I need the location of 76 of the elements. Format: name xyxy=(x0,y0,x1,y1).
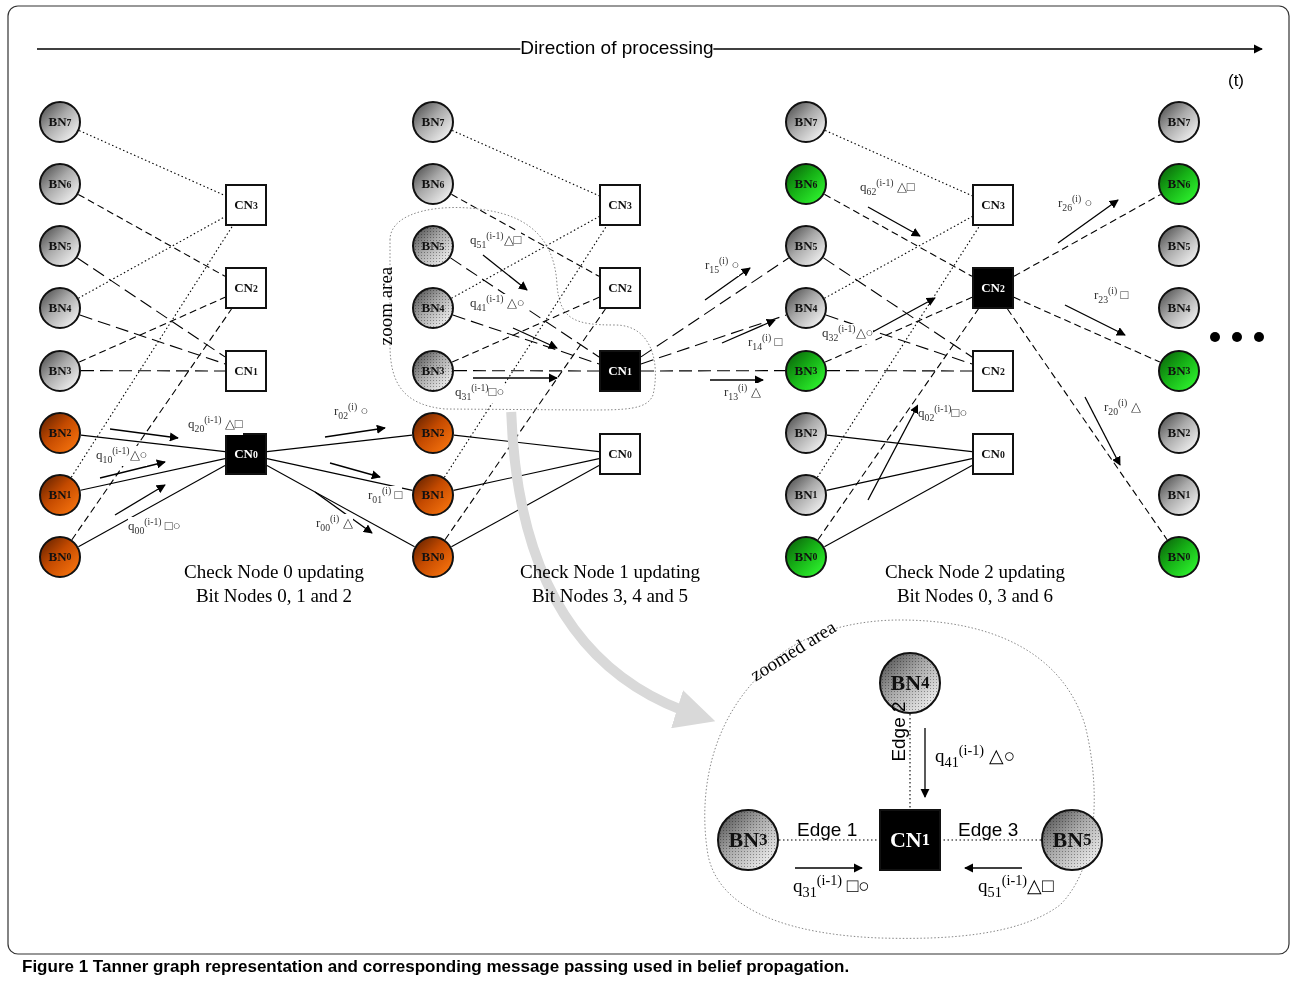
connector-line xyxy=(826,434,973,453)
connector-line xyxy=(640,257,790,358)
connector-line xyxy=(450,193,600,277)
message-label: q$_{51}$$^{(i-1)}$△□ xyxy=(978,872,1054,902)
edge-label: q$_{31}$$^{(i-1)}$□○ xyxy=(455,383,505,403)
connector-line xyxy=(451,129,600,197)
step-caption: Check Node 1 updating Bit Nodes 3, 4 and 5 xyxy=(519,560,701,608)
edge-label: q$_{62}$$^{(i-1)}$ △□ xyxy=(860,178,915,198)
connector-line xyxy=(80,434,226,453)
edge-label: q$_{00}$$^{(i-1)}$ □○ xyxy=(128,517,181,537)
connector-line xyxy=(79,458,226,491)
edge-label: r$_{00}$$^{(i)}$ △ xyxy=(316,514,353,534)
region-label: zoom area xyxy=(375,266,398,346)
connector-line xyxy=(1013,296,1161,363)
connector-line xyxy=(449,257,600,358)
connector-line xyxy=(266,465,416,548)
connector-line xyxy=(450,465,600,548)
connector-line xyxy=(70,225,234,478)
step-caption: Check Node 2 updating Bit Nodes 0, 3 and 6 xyxy=(884,560,1066,608)
connector-line xyxy=(640,370,786,372)
edge-label: r$_{02}$$^{(i)}$ ○ xyxy=(334,402,369,422)
connector-line xyxy=(826,370,973,372)
edge-label: q$_{41}$$^{(i-1)}$ △○ xyxy=(470,294,525,314)
figure-caption: Figure 1 Tanner graph representation and corresponding message passing used in belief propagation. xyxy=(22,957,850,977)
connector-line xyxy=(778,839,880,841)
connector-line xyxy=(78,296,226,363)
connector-line xyxy=(77,193,226,277)
connector-line xyxy=(823,193,973,277)
connector-line xyxy=(77,216,226,299)
edge-label: r$_{20}$$^{(i)}$ △ xyxy=(1104,398,1141,418)
connector-line xyxy=(816,225,981,478)
connector-line xyxy=(452,458,600,491)
edge-label: r$_{23}$$^{(i)}$ □ xyxy=(1094,286,1129,306)
connector-line xyxy=(443,225,608,478)
connector-line xyxy=(825,458,973,491)
connector-line xyxy=(80,370,226,372)
connector-line xyxy=(823,216,973,299)
message-label: q$_{31}$$^{(i-1)}$ □○ xyxy=(793,872,870,902)
connector-line xyxy=(909,713,911,810)
edge-label: Edge 1 xyxy=(797,820,858,839)
connector-line xyxy=(823,465,973,548)
connector-line xyxy=(266,434,413,453)
connector-line xyxy=(71,308,233,541)
connector-line xyxy=(78,130,226,197)
edge-label: q$_{32}$$^{(i-1)}$△○ xyxy=(822,324,874,344)
edge-label: r$_{01}$$^{(i)}$ □ xyxy=(368,486,403,506)
edge-label: r$_{15}$$^{(i)}$ ○ xyxy=(705,256,740,276)
edge-label: Edge 3 xyxy=(958,820,1019,839)
connector-line xyxy=(77,465,226,548)
edge-label: q$_{51}$$^{(i-1)}$△□ xyxy=(470,231,522,251)
connector-line xyxy=(266,458,414,491)
connector-line xyxy=(452,314,600,365)
connector-line xyxy=(450,216,600,299)
connector-line xyxy=(444,308,606,541)
connector-line xyxy=(1013,193,1162,277)
connector-line xyxy=(453,370,600,372)
edge-label: q$_{02}$$^{(i-1)}$□○ xyxy=(918,404,968,424)
connector-line xyxy=(824,296,973,363)
connector-line xyxy=(824,129,973,197)
edge-label: Edge 2 xyxy=(888,701,908,762)
connector-line xyxy=(506,411,715,727)
connector-line xyxy=(1006,308,1168,541)
edge-label: r$_{13}$$^{(i)}$ △ xyxy=(724,383,761,403)
message-label: q$_{41}$$^{(i-1)}$ △○ xyxy=(935,742,1016,772)
connector-line xyxy=(453,434,600,453)
connector-line xyxy=(451,296,600,363)
edge-label: r$_{14}$$^{(i)}$ □ xyxy=(748,333,783,353)
connector-line xyxy=(825,314,973,365)
connector-line xyxy=(822,257,973,358)
connector-line xyxy=(76,257,226,358)
edge-label: q$_{20}$$^{(i-1)}$ △□ xyxy=(188,415,243,435)
edge-label: q$_{10}$$^{(i-1)}$△○ xyxy=(96,446,148,466)
connector-line xyxy=(79,314,226,365)
connector-line xyxy=(817,308,979,541)
edge-label: r$_{26}$$^{(i)}$ ○ xyxy=(1058,194,1093,214)
step-caption: Check Node 0 updating Bit Nodes 0, 1 and 2 xyxy=(183,560,365,608)
